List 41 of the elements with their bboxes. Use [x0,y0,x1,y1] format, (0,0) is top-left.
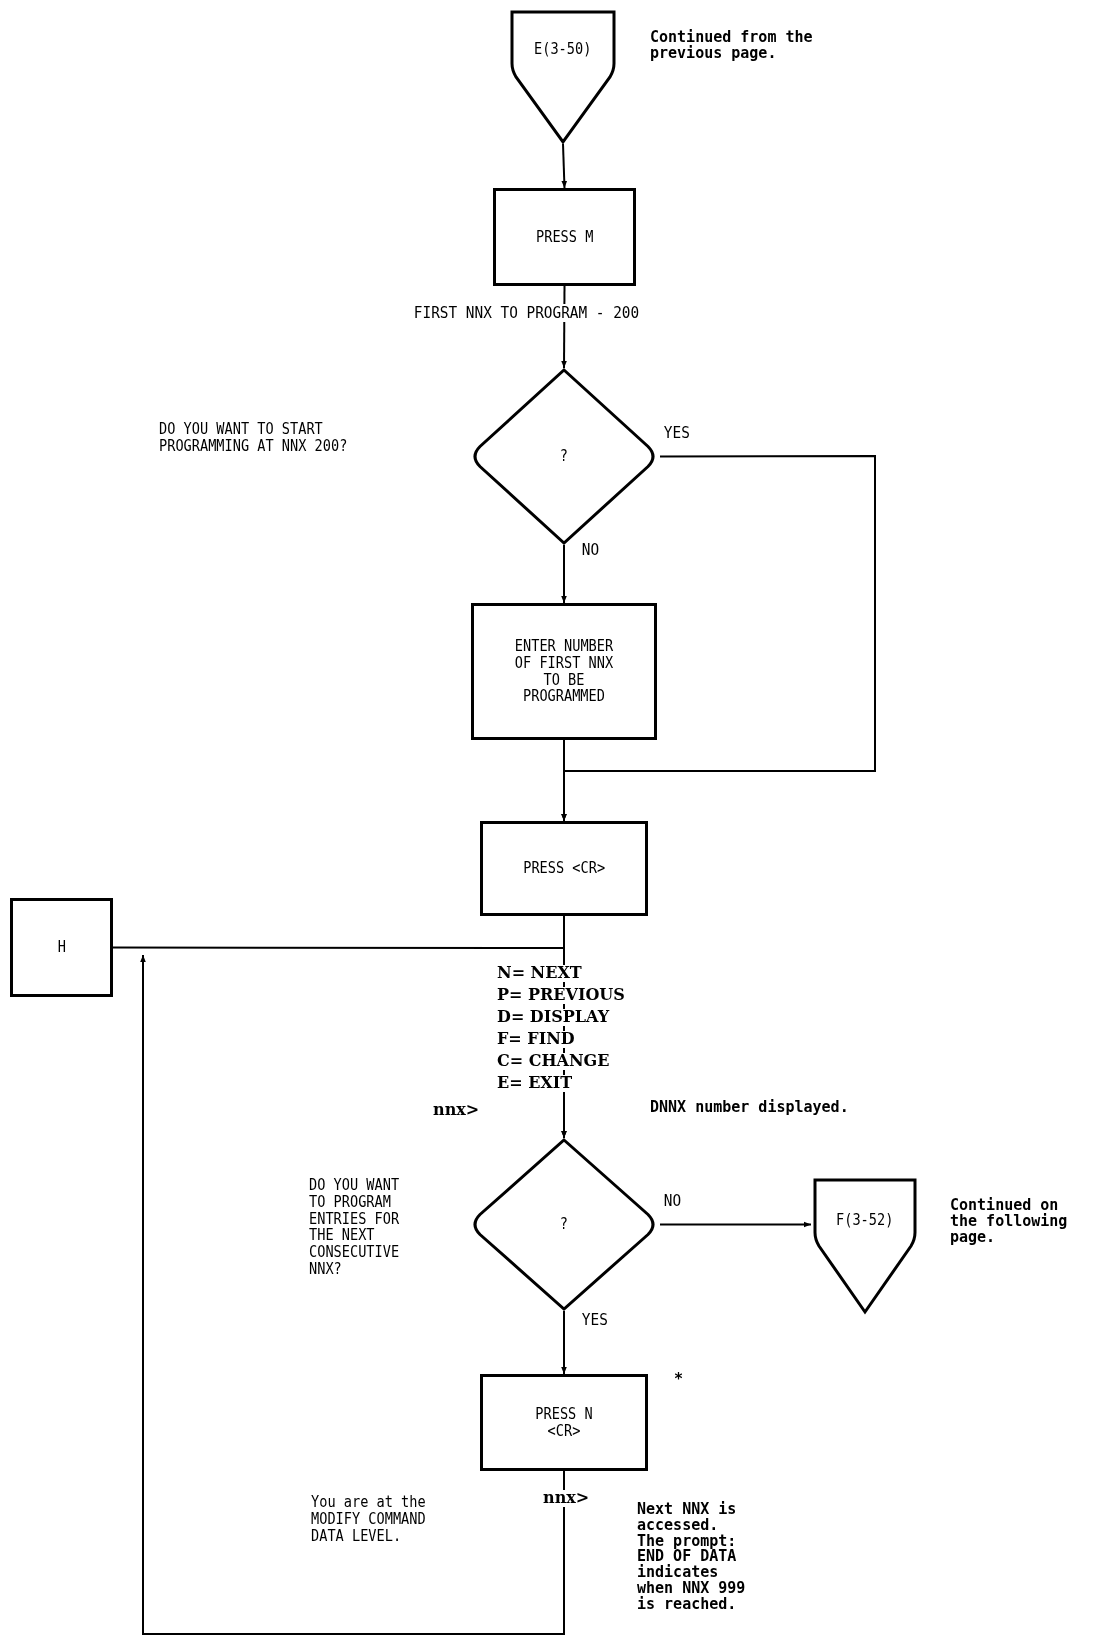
arrow [561,739,567,822]
off-page-connector [510,10,616,144]
prompt-text: nnx> [543,1490,590,1507]
node-text: ENTER NUMBER OF FIRST NNX TO BE PROGRAMMED [513,637,615,706]
arrow [561,1310,567,1375]
edge-label: FIRST NNX TO PROGRAM - 200 [412,304,641,322]
note-text: Continued on the following page. [950,1198,1069,1246]
arrow [561,544,567,604]
process-box [493,188,636,286]
note-text: Continued from the previous page. [650,30,814,62]
question-text: DO YOU WANT TO PROGRAM ENTRIES FOR THE NEXT CONSECUTIVE NNX? [309,1177,401,1278]
menu-option: P= PREVIOUS [497,987,625,1004]
node-text: ? [559,1216,569,1233]
note-text: DNNX number displayed. [650,1100,850,1116]
arrow [561,143,568,189]
edge-label: YES [580,1311,609,1329]
node-text: F(3-52) [836,1211,894,1229]
node-text: ? [559,448,569,465]
edge-label: NO [580,541,601,559]
note-text: Next NNX is accessed. The prompt: END OF DATA indicates when NNX 999 is reached. [637,1502,747,1613]
process-box [480,821,648,916]
menu-option: N= NEXT [497,965,582,982]
menu-option: D= DISPLAY [497,1009,610,1026]
node-text: PRESS M [535,228,594,246]
process-box [471,603,657,740]
off-page-connector [813,1178,917,1314]
arrow [659,1221,812,1228]
node-text: PRESS N <CR> [534,1405,594,1440]
process-box [480,1374,648,1471]
node-text: E(3-50) [534,40,592,58]
menu-option: E= EXIT [497,1075,573,1092]
footnote-mark: * [674,1372,684,1388]
node-text: H [57,939,66,956]
question-text: DO YOU WANT TO START PROGRAMMING AT NNX 200? [159,421,349,455]
menu-option: C= CHANGE [497,1053,610,1070]
arrow [112,946,567,1139]
node-text: PRESS <CR> [523,860,605,877]
note-text: You are at the MODIFY COMMAND DATA LEVEL. [311,1494,427,1545]
menu-option: F= FIND [497,1031,575,1048]
process-box [10,898,113,997]
arrow [140,954,565,1635]
